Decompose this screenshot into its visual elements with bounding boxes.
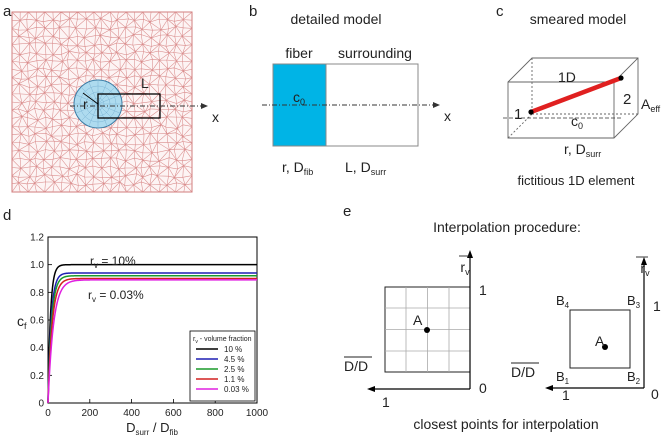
- fiber-mesh-lines: [74, 80, 122, 128]
- corner-b2: B2: [627, 369, 641, 386]
- tick-one-left-y: 1: [479, 282, 487, 298]
- legend-box: [189, 330, 256, 402]
- y-tick-label: 1.2: [30, 233, 44, 244]
- y-tick-label: 0.4: [30, 343, 44, 354]
- closest-points-diagram: A rv 1 0 1 D/D B4 B3 B1 B2: [511, 256, 661, 403]
- node-1: [528, 109, 534, 115]
- annotation-top: rv = 10%: [90, 254, 136, 270]
- x-label-b: x: [444, 108, 451, 124]
- legend-label: 1.1 %: [224, 375, 244, 384]
- ratio-arrow-right: [545, 385, 553, 391]
- fictitious-1d-element: [530, 75, 622, 115]
- x-axis-arrow-a: [201, 103, 208, 109]
- panel-b: b detailed model fiber surrounding c0 x …: [249, 3, 451, 177]
- panel-b-label: b: [249, 3, 257, 20]
- y-tick-label: 1.0: [30, 260, 44, 271]
- y-tick-label: 0.8: [30, 288, 44, 299]
- radius-line: [82, 92, 99, 105]
- annotation-bottom: rv = 0.03%: [88, 288, 144, 304]
- x-tick-label: 600: [165, 408, 182, 419]
- legend: rv - volume fraction 10 %4.5 %2.5 %1.1 %…: [189, 330, 256, 402]
- node-1-label: 1: [514, 106, 522, 123]
- corner-b3: B3: [627, 293, 641, 310]
- panel-c-label: c: [496, 3, 504, 20]
- x-tick-label: 1000: [246, 408, 269, 419]
- rv-label-left: rv: [460, 259, 470, 277]
- series-line-4: [47, 279, 257, 404]
- legend-label: 4.5 %: [224, 355, 244, 364]
- rv-label-right: rv: [640, 260, 650, 278]
- series-line-3: [47, 277, 257, 404]
- fiber-mesh: [74, 80, 122, 128]
- panel-c-title: smeared model: [530, 11, 627, 27]
- point-a-left-label: A: [413, 312, 423, 328]
- panel-c: c smeared model 1 2 1D Aeff c0 r, Dsurr …: [496, 3, 661, 188]
- panel-c-caption: fictitious 1D element: [517, 173, 634, 188]
- panel-e: e Interpolation procedure: A rv 1 0 1 D/…: [343, 203, 661, 432]
- legend-label: 2.5 %: [224, 365, 244, 374]
- tick-one-left-x: 1: [382, 394, 390, 410]
- tick-zero-right: 0: [651, 386, 659, 402]
- interpolation-cell: [569, 309, 631, 369]
- rv-arrow-left: [467, 250, 473, 258]
- legend-label: 0.03 %: [224, 385, 249, 394]
- x-tick-label: 400: [123, 408, 140, 419]
- panel-d-label: d: [3, 207, 11, 224]
- point-a-right-label: A: [595, 333, 605, 349]
- x-label-a: x: [212, 109, 219, 125]
- corner-b1: B1: [556, 369, 570, 386]
- ratio-label-right: D/D: [511, 364, 535, 380]
- node-2-label: 2: [623, 91, 631, 108]
- corner-b4: B4: [556, 293, 570, 310]
- area-label: Aeff: [641, 96, 661, 114]
- tick-one-right-x: 1: [562, 387, 570, 403]
- legend-title: rv - volume fraction: [193, 336, 252, 345]
- panel-a-label: a: [3, 3, 12, 20]
- node-2: [618, 75, 624, 81]
- surrounding-title: surrounding: [338, 45, 412, 61]
- concentration-c: c0: [571, 113, 583, 131]
- x-axis-label: Dsurr / Dfib: [126, 420, 178, 437]
- interpolation-grid: A rv 1 0 1 D/D: [344, 250, 487, 410]
- y-ticks: 0 0.2 0.4 0.6 0.8 1.0 1.2: [30, 233, 52, 410]
- tick-one-right-y: 1: [653, 298, 661, 314]
- y-axis-label: cf: [17, 313, 27, 331]
- concentration-b: c0: [293, 89, 305, 107]
- x-axis-arrow-b: [433, 102, 440, 108]
- ratio-label-left: D/D: [344, 358, 368, 374]
- panel-e-label: e: [343, 203, 351, 220]
- legend-items: 10 %4.5 %2.5 %1.1 %0.03 %: [196, 345, 249, 394]
- series-line-0: [47, 263, 257, 404]
- y-tick-label: 0.6: [30, 316, 44, 327]
- panel-e-title: Interpolation procedure:: [433, 219, 581, 235]
- fiber-title: fiber: [285, 45, 313, 61]
- point-a-right: [602, 344, 608, 350]
- rv-arrow-right: [641, 257, 647, 265]
- element-params: r, Dsurr: [564, 141, 601, 159]
- surround-params: L, Dsurr: [345, 159, 386, 177]
- point-a-left: [424, 327, 430, 333]
- y-tick-label: 0.2: [30, 371, 44, 382]
- x-tick-label: 800: [207, 408, 224, 419]
- length-label: L: [141, 75, 149, 91]
- element-label: 1D: [558, 69, 576, 85]
- x-tick-label: 0: [45, 408, 51, 419]
- tick-zero-left: 0: [479, 380, 487, 396]
- panel-a: a r L x: [3, 3, 219, 193]
- radius-label: r: [83, 96, 88, 112]
- series-lines: [47, 263, 257, 404]
- series-line-2: [47, 274, 257, 404]
- panel-e-caption: closest points for interpolation: [413, 416, 598, 432]
- ratio-arrow-left: [367, 386, 375, 392]
- x-tick-label: 200: [81, 408, 98, 419]
- fiber-params: r, Dfib: [282, 159, 313, 177]
- panel-b-title: detailed model: [290, 11, 381, 27]
- legend-label: 10 %: [224, 345, 242, 354]
- y-tick-label: 0: [38, 399, 44, 410]
- series-line-1: [47, 272, 257, 404]
